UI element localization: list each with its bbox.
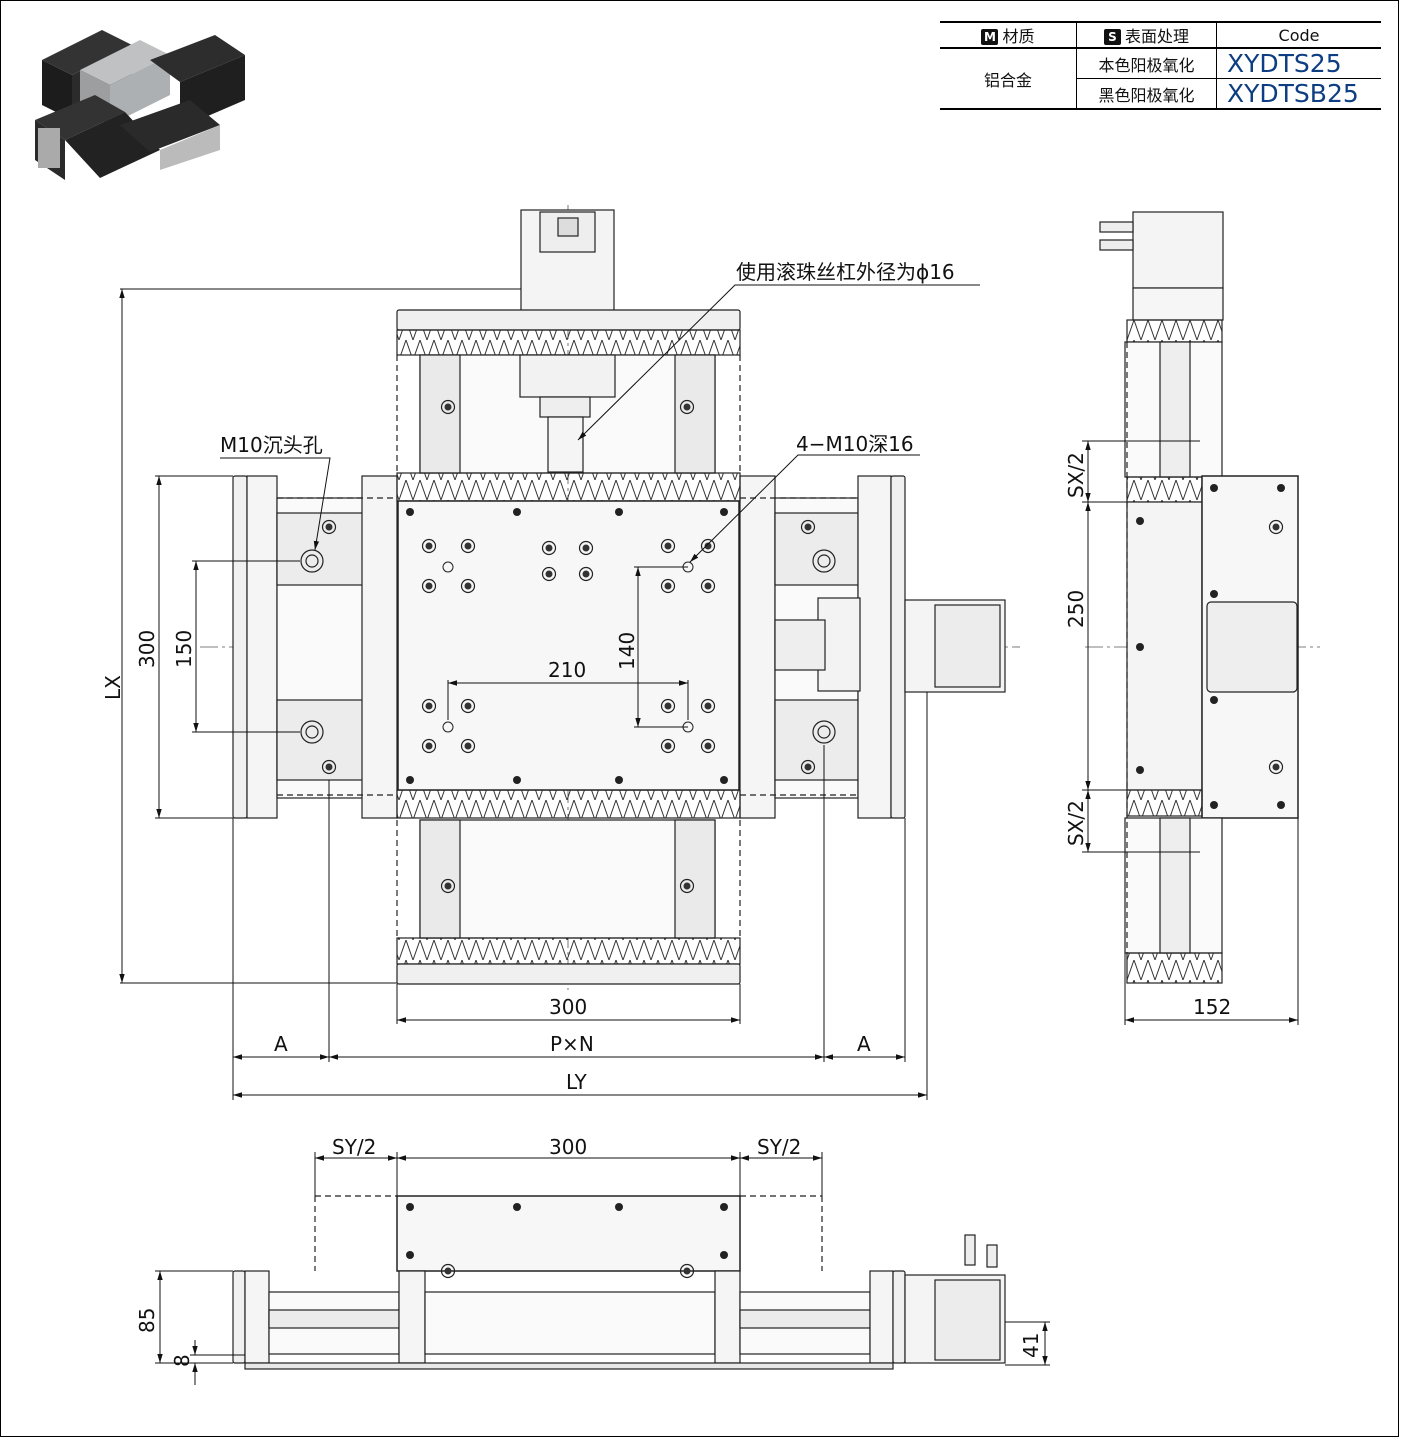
dim-300-front: 300 xyxy=(549,1135,587,1159)
dim-a-left: A xyxy=(274,1032,288,1056)
dim-a-right: A xyxy=(857,1032,871,1056)
dim-lx: LX xyxy=(101,675,125,700)
counterbore-note: M10沉头孔 xyxy=(220,433,323,457)
code-cell: XYDTS25 xyxy=(1216,48,1381,79)
code-cell: XYDTSB25 xyxy=(1216,78,1381,110)
side-view xyxy=(1085,211,1320,984)
dim-300-width: 300 xyxy=(549,995,587,1019)
front-view xyxy=(232,1195,1006,1370)
header-code: Code xyxy=(1216,21,1381,49)
dim-210: 210 xyxy=(548,658,586,682)
ball-screw-note: 使用滚珠丝杠外径为ϕ16 xyxy=(736,260,955,284)
dim-pxn: P×N xyxy=(550,1032,594,1056)
dim-sx2-bottom: SX/2 xyxy=(1064,800,1088,846)
surface-cell: 黑色阳极氧化 xyxy=(1076,78,1217,110)
surface-badge: S xyxy=(1103,29,1121,45)
dim-sy2-left: SY/2 xyxy=(332,1135,376,1159)
dim-150-height: 150 xyxy=(172,630,196,668)
product-photo xyxy=(35,30,245,180)
dim-ly: LY xyxy=(566,1070,587,1094)
material-badge: M xyxy=(981,29,999,45)
dim-41: 41 xyxy=(1019,1333,1043,1358)
dim-8: 8 xyxy=(170,1354,194,1367)
dim-sx2-top: SX/2 xyxy=(1064,452,1088,498)
front-view-dimensions xyxy=(155,1152,1050,1385)
dim-152: 152 xyxy=(1193,995,1231,1019)
dim-140: 140 xyxy=(615,632,639,670)
dim-85: 85 xyxy=(135,1308,159,1333)
material-cell: 铝合金 xyxy=(940,48,1077,110)
surface-cell: 本色阳极氧化 xyxy=(1076,48,1217,79)
top-view-dimensions xyxy=(119,284,980,1100)
tapped-hole-note: 4−M10深16 xyxy=(796,432,914,456)
top-view xyxy=(200,205,1020,990)
dim-250: 250 xyxy=(1064,590,1088,628)
side-view-dimensions xyxy=(1082,440,1299,1025)
dim-sy2-right: SY/2 xyxy=(757,1135,801,1159)
dim-300-height: 300 xyxy=(135,630,159,668)
